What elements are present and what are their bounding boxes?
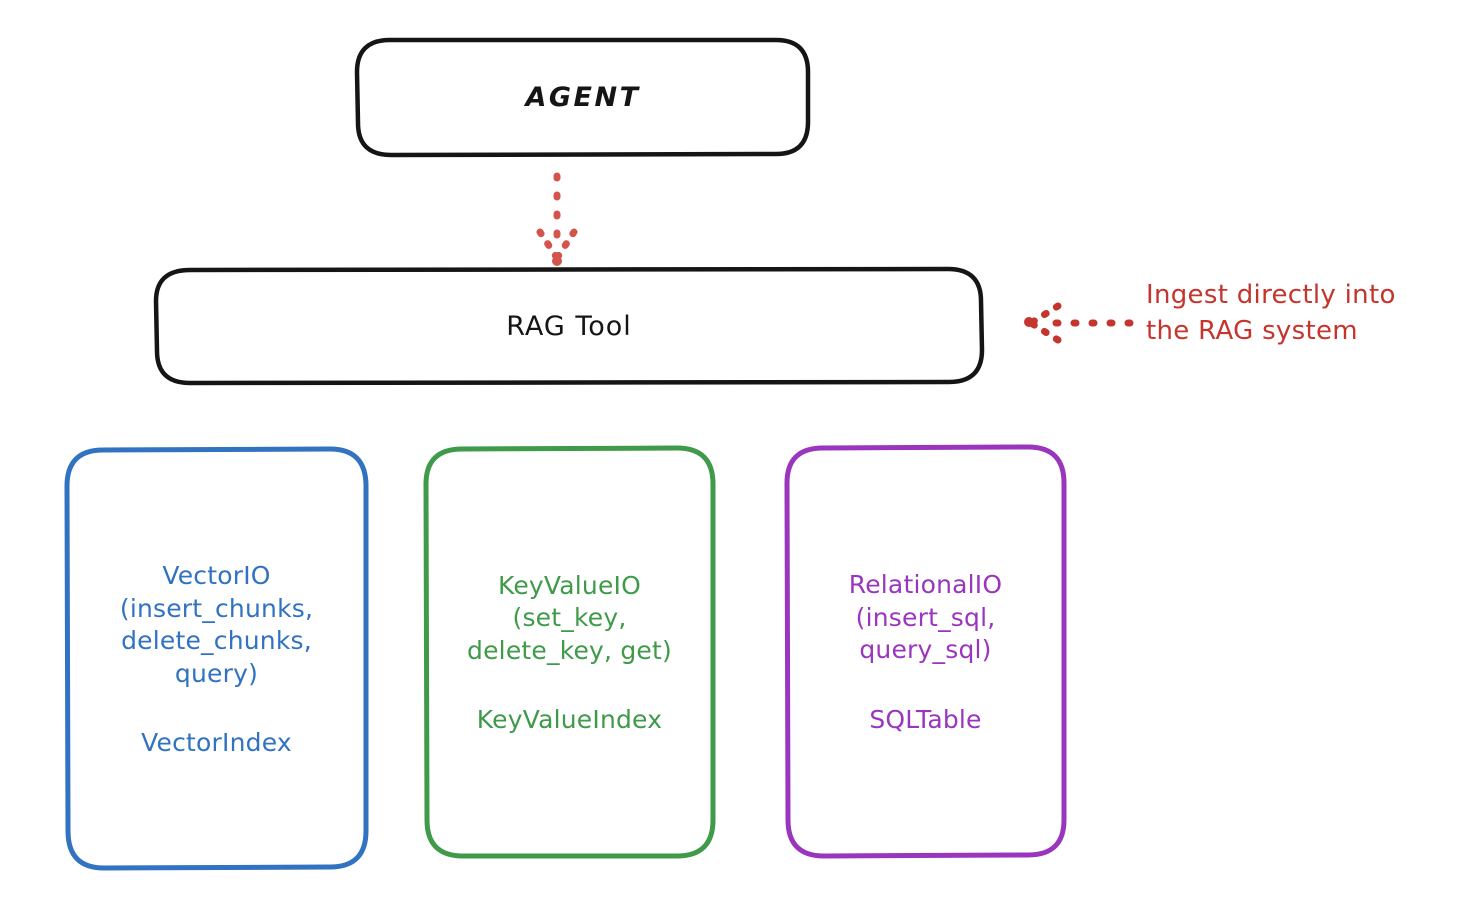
rag-tool-box-outline [153, 266, 985, 386]
vectorio-sublabel: VectorIndex [141, 728, 292, 757]
agent-box-outline [354, 37, 811, 158]
ingest-annotation: Ingest directly into the RAG system [1146, 278, 1476, 350]
relationalio-label: RelationalIO (insert_sql, query_sql) [848, 570, 1003, 665]
vectorio-box-outline [64, 446, 369, 871]
keyvalueio-sublabel: KeyValueIndex [476, 705, 663, 735]
node-relationalio[interactable]: RelationalIO (insert_sql, query_sql) SQL… [787, 447, 1064, 856]
keyvalueio-label: KeyValueIO (set_key, delete_key, get) [467, 570, 672, 665]
node-vectorio[interactable]: VectorIO (insert_chunks, delete_chunks, … [67, 449, 366, 868]
keyvalueio-box-outline [423, 445, 716, 859]
node-keyvalueio[interactable]: KeyValueIO (set_key, delete_key, get) Ke… [426, 448, 713, 856]
node-agent[interactable]: AGENT [357, 39, 809, 155]
agent-to-rag-arrow [536, 172, 578, 266]
relationalio-box-outline [784, 444, 1067, 859]
vectorio-label: VectorIO (insert_chunks, delete_chunks, … [119, 561, 314, 688]
node-rag-tool[interactable]: RAG Tool [156, 269, 982, 383]
agent-label: AGENT [525, 81, 641, 113]
relationalio-sublabel: SQLTable [869, 704, 982, 734]
ingest-to-rag-arrow [1024, 302, 1134, 344]
rag-tool-label: RAG Tool [506, 310, 632, 342]
ingest-annotation-text: Ingest directly into the RAG system [1146, 280, 1396, 346]
